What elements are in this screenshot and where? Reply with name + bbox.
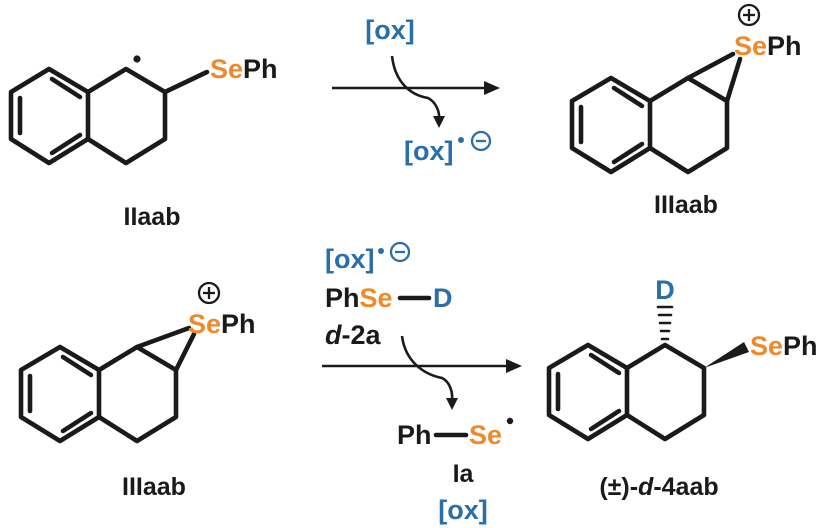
aromatic-double-bond: [49, 76, 83, 100]
phenylselenyl-deuteride-reagent: PhSe: [325, 283, 393, 313]
aromatic-double-bond: [60, 354, 94, 378]
curved-arrow: [400, 335, 454, 403]
cyclohexane-ring: [96, 344, 179, 444]
radical-dot: [458, 137, 464, 143]
seleniranium-bond: [134, 325, 192, 350]
compound-label-IIIaab: IIIaab: [122, 473, 186, 501]
compound-label-d-4aab: (±)-d-4aab: [599, 473, 718, 501]
benzene-ring: [8, 66, 91, 166]
arrowhead: [506, 359, 522, 373]
cyclohexane-ring: [647, 75, 730, 175]
reduced-oxidant-label: [ox]: [404, 136, 454, 166]
selenium-phenyl-group: SePh: [210, 54, 278, 84]
aromatic-double-bond: [611, 141, 645, 165]
cyclohexane-ring: [624, 342, 707, 442]
aromatic-double-bond: [60, 410, 94, 434]
aromatic-double-bond: [49, 132, 83, 156]
molecule-IIIaab-bottom: SePh IIIaab: [18, 281, 256, 501]
bottom-reaction-arrow: [ox] PhSe D d-2a Ph Se Ia [ox]: [322, 241, 522, 525]
compound-label-IIaab: IIaab: [124, 203, 181, 231]
aromatic-double-bond: [588, 352, 622, 376]
bold-wedge-bond: [704, 342, 749, 368]
radical-dot: [133, 55, 141, 63]
byproduct-phenyl: Ph: [397, 420, 432, 450]
aromatic-double-bond: [611, 85, 645, 109]
byproduct-selenium: Se: [469, 420, 502, 450]
seleniranium-bond: [173, 331, 197, 373]
benzene-ring: [569, 75, 653, 175]
molecule-IIaab: SePh IIaab: [8, 54, 278, 231]
molecule-IIIaab-top: SePh IIIaab: [569, 3, 802, 219]
minus-charge-icon: [470, 130, 492, 152]
radical-dot: [506, 417, 514, 425]
oxidant-label: [ox]: [365, 15, 415, 45]
curved-arrow: [390, 55, 441, 121]
selenium-phenyl-group: SePh: [188, 309, 256, 339]
benzene-ring: [18, 344, 102, 444]
hashed-wedge-bond: [656, 305, 674, 341]
molecule-d-4aab: D SePh (±)-d-4aab: [546, 275, 818, 501]
curved-arrowhead: [446, 398, 458, 410]
minus-charge-icon: [389, 241, 411, 263]
seleniranium-bond: [685, 51, 736, 81]
reagent-name: d-2a: [325, 320, 382, 350]
aromatic-double-bond: [588, 408, 622, 432]
curved-arrowhead: [433, 116, 445, 128]
selenium-phenyl-group: SePh: [734, 31, 802, 61]
radical-dot: [378, 248, 384, 254]
plus-charge-icon: [737, 3, 761, 27]
plus-charge-icon: [197, 281, 221, 305]
oxidant-label: [ox]: [438, 495, 488, 525]
byproduct-label-Ia: Ia: [453, 460, 475, 488]
oxidant-radical-anion-label: [ox]: [325, 244, 375, 274]
carbon-selenium-bond: [162, 69, 210, 95]
compound-label-IIIaab: IIIaab: [654, 191, 718, 219]
seleniranium-bond: [724, 56, 743, 104]
deuterium-atom: D: [655, 275, 675, 305]
cyclohexane-ring: [85, 66, 168, 166]
benzene-ring: [546, 342, 630, 442]
arrowhead: [484, 81, 500, 95]
deuterium-atom: D: [433, 283, 453, 313]
top-reaction-arrow: [ox] [ox]: [332, 15, 500, 166]
selenium-phenyl-group: SePh: [750, 331, 818, 361]
